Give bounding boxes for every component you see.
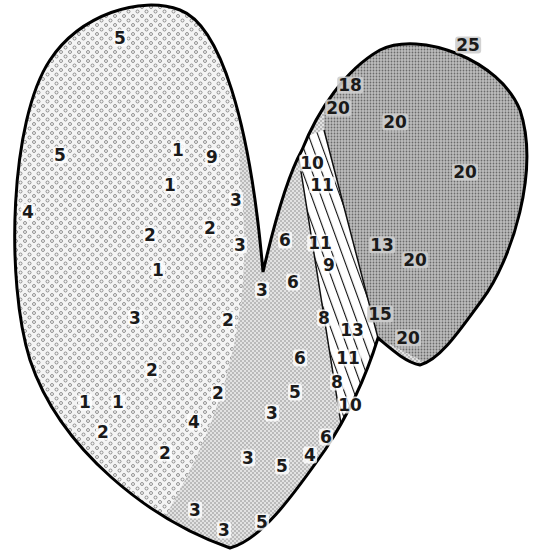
- region-value: 2: [143, 227, 157, 244]
- region-value: 8: [330, 374, 344, 391]
- hatched-band: [296, 130, 378, 430]
- region-value: 4: [187, 414, 201, 431]
- region-value: 2: [145, 362, 159, 379]
- region-value: 6: [286, 274, 300, 291]
- region-value: 13: [339, 322, 365, 339]
- region-value: 1: [163, 177, 177, 194]
- region-value: 20: [402, 252, 428, 269]
- region-value: 1: [78, 394, 92, 411]
- region-value: 2: [221, 312, 235, 329]
- region-value: 5: [53, 147, 67, 164]
- band-edge: [296, 130, 378, 430]
- region-value: 3: [233, 237, 247, 254]
- region-value: 20: [382, 114, 408, 131]
- region-value: 2: [203, 220, 217, 237]
- region-value: 5: [275, 458, 289, 475]
- region-value: 9: [205, 149, 219, 166]
- region-value: 8: [317, 310, 331, 327]
- region-value: 1: [111, 394, 125, 411]
- region-value: 20: [395, 330, 421, 347]
- region-value: 3: [241, 450, 255, 467]
- region-value: 25: [455, 37, 481, 54]
- region-value: 15: [367, 306, 393, 323]
- region-value: 1: [171, 142, 185, 159]
- region-value: 4: [21, 204, 35, 221]
- organ-outline: [15, 5, 527, 548]
- region-value: 20: [452, 164, 478, 181]
- region-value: 1: [151, 262, 165, 279]
- region-value: 3: [217, 522, 231, 539]
- region-value: 10: [337, 397, 363, 414]
- region-value: 9: [322, 257, 336, 274]
- region-value: 2: [211, 385, 225, 402]
- region-value: 11: [335, 350, 361, 367]
- region-value: 20: [325, 100, 351, 117]
- region-value: 13: [369, 237, 395, 254]
- region-value: 18: [337, 77, 363, 94]
- region-value: 6: [319, 429, 333, 446]
- region-value: 6: [278, 232, 292, 249]
- region-value: 6: [293, 350, 307, 367]
- region-value: 10: [299, 155, 325, 172]
- region-value: 11: [307, 235, 333, 252]
- dark-dot-region: [324, 0, 536, 420]
- region-value: 3: [128, 310, 142, 327]
- region-value: 3: [188, 502, 202, 519]
- region-value: 5: [113, 30, 127, 47]
- region-value: 2: [96, 424, 110, 441]
- region-value: 3: [229, 192, 243, 209]
- region-value: 3: [255, 282, 269, 299]
- region-value: 2: [158, 445, 172, 462]
- region-value: 5: [255, 514, 269, 531]
- region-value: 3: [265, 405, 279, 422]
- region-value: 4: [303, 447, 317, 464]
- region-value: 5: [288, 384, 302, 401]
- region-value: 11: [309, 177, 335, 194]
